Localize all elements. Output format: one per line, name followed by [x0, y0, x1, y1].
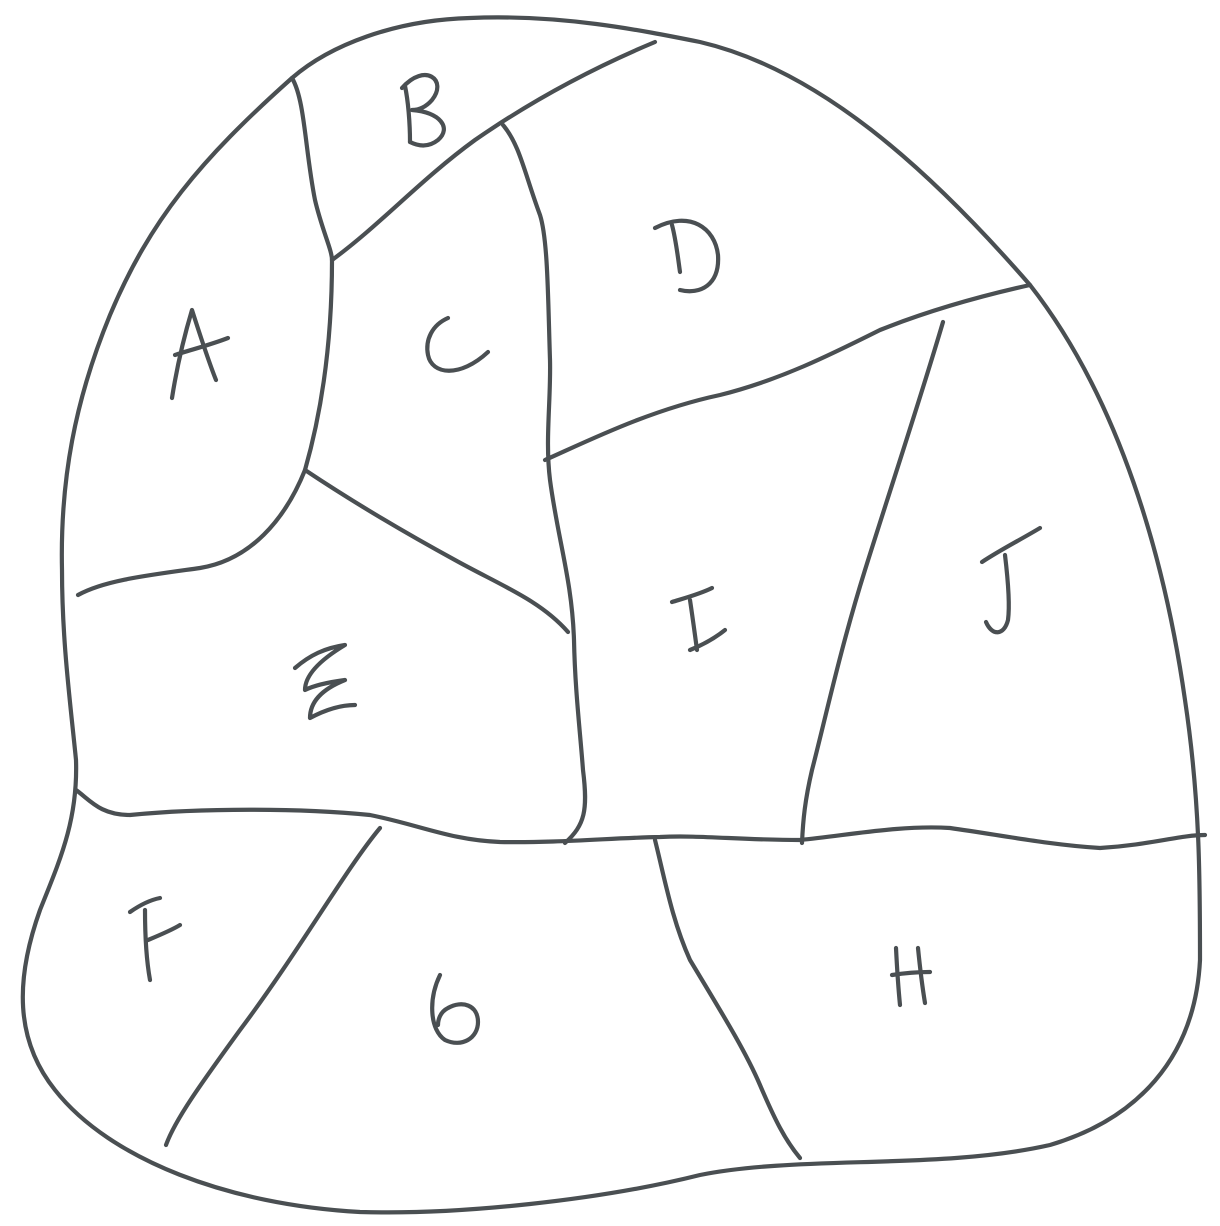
boundary-d-ij: [542, 282, 1033, 463]
region-label-text-a: A: [174, 300, 215, 370]
region-label-d: [652, 218, 721, 294]
region-label-e: [292, 642, 358, 721]
region-label-c: [425, 315, 491, 373]
region-label-f: [127, 895, 183, 983]
region-boundaries: [20, 15, 1208, 1215]
region-label-g: [430, 972, 481, 1045]
boundary-c-e: [302, 467, 571, 635]
region-label-text-d: D: [665, 203, 711, 273]
region-label-text-e: E: [306, 630, 344, 700]
boundary-a-e: [75, 467, 308, 598]
region-label-text-c: C: [434, 290, 476, 360]
outer-boundary: [20, 15, 1203, 1215]
region-label-b: [399, 73, 446, 148]
region-label-text-h: H: [887, 920, 932, 990]
boundary-horizontal: [73, 787, 1208, 851]
boundary-f-g: [163, 825, 383, 1148]
boundary-a-c: [302, 257, 335, 473]
region-label-a: [169, 307, 231, 401]
region-labels: [127, 73, 1043, 1045]
boundary-a-b: [289, 75, 335, 263]
boundary-g-h: [652, 837, 803, 1161]
boundary-b-c: [329, 39, 658, 263]
region-label-text-f: F: [138, 885, 173, 955]
region-label-text-g: 6: [436, 960, 474, 1030]
region-label-j: [979, 525, 1043, 635]
boundary-i-j: [799, 319, 946, 846]
region-label-i: [669, 585, 728, 653]
region-label-text-j: J: [997, 530, 1019, 600]
boundary-c-d-i: [500, 122, 588, 846]
region-label-text: A B C D E F 6 H I J: [138, 55, 1019, 1030]
region-label-text-i: I: [689, 565, 707, 635]
region-label-h: [889, 945, 933, 1008]
region-label-text-b: B: [404, 55, 445, 125]
